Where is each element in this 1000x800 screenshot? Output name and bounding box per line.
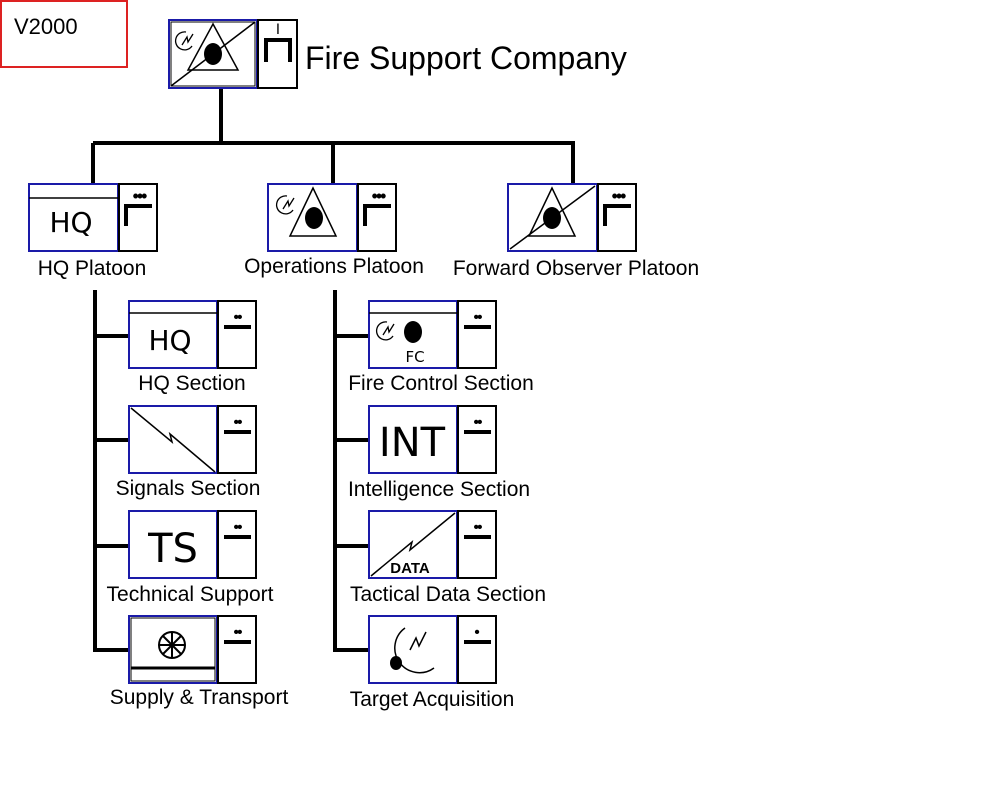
observer-dot-icon [305,207,323,229]
signals-section-echelon: •• [233,414,242,431]
company-unit-symbol: I [168,19,298,89]
tech-support-symbol-text: TS [147,526,198,572]
company-echelon: I [276,22,280,38]
intelligence-label: Intelligence Section [347,478,531,501]
wheel-icon [158,631,186,659]
intelligence-symbol: INT •• [368,405,497,474]
radar-icon [175,31,194,51]
fo-platoon-echelon: ••• [612,186,627,206]
hq-section-symbol: HQ •• [128,300,257,369]
radar-icon [276,195,295,215]
tech-support-label: Technical Support [106,583,274,606]
radar-base-dot [390,656,402,670]
hq-platoon-echelon: ••• [133,186,148,206]
fo-platoon-label: Forward Observer Platoon [452,257,700,280]
triangle-icon [527,186,577,237]
observer-dot-icon [543,207,561,229]
version-tag: V2000 [14,14,78,39]
hq-platoon-symbol-text: HQ [49,206,92,239]
hq-platoon-label: HQ Platoon [37,257,147,280]
fire-control-symbol: FC •• [368,300,497,369]
supply-transport-echelon: •• [233,624,242,641]
radar-icon [376,321,395,341]
target-acquisition-label: Target Acquisition [349,688,515,711]
tactical-data-echelon: •• [473,519,482,536]
triangle-icon [288,186,338,237]
tech-support-symbol: TS •• [128,510,257,579]
hq-section-symbol-text: HQ [148,324,191,357]
echelon-bracket [264,38,292,62]
triangle-icon [186,22,240,71]
observer-dot-icon [404,321,422,343]
tactical-data-symbol-text: DATA [390,560,430,577]
target-acquisition-symbol: • [368,615,497,684]
intelligence-symbol-text: INT [379,420,446,466]
observer-dot-icon [204,43,222,65]
tactical-data-symbol: DATA •• [368,510,497,579]
tactical-data-label: Tactical Data Section [349,583,547,606]
ops-platoon-label: Operations Platoon [244,255,424,278]
supply-transport-label: Supply & Transport [109,686,289,709]
fire-control-echelon: •• [473,309,482,326]
intelligence-echelon: •• [473,414,482,431]
fire-control-symbol-text: FC [405,348,424,366]
version-tag-box: V2000 [0,0,128,68]
fire-control-label: Fire Control Section [348,372,534,395]
connector-lines [91,88,575,652]
hq-section-echelon: •• [233,309,242,326]
lightning-icon [370,512,456,577]
ops-platoon-echelon: ••• [372,186,387,206]
lightning-icon [130,407,216,473]
supply-transport-symbol: •• [128,615,257,684]
fo-platoon-symbol: ••• [507,183,637,252]
ops-platoon-symbol: ••• [267,183,397,252]
hq-section-label: HQ Section [138,372,246,395]
signals-section-symbol: •• [128,405,257,474]
target-acquisition-echelon: • [474,624,480,641]
hq-platoon-symbol: HQ ••• [28,183,158,252]
company-title: Fire Support Company [305,40,627,76]
signals-section-label: Signals Section [115,477,261,500]
tech-support-echelon: •• [233,519,242,536]
